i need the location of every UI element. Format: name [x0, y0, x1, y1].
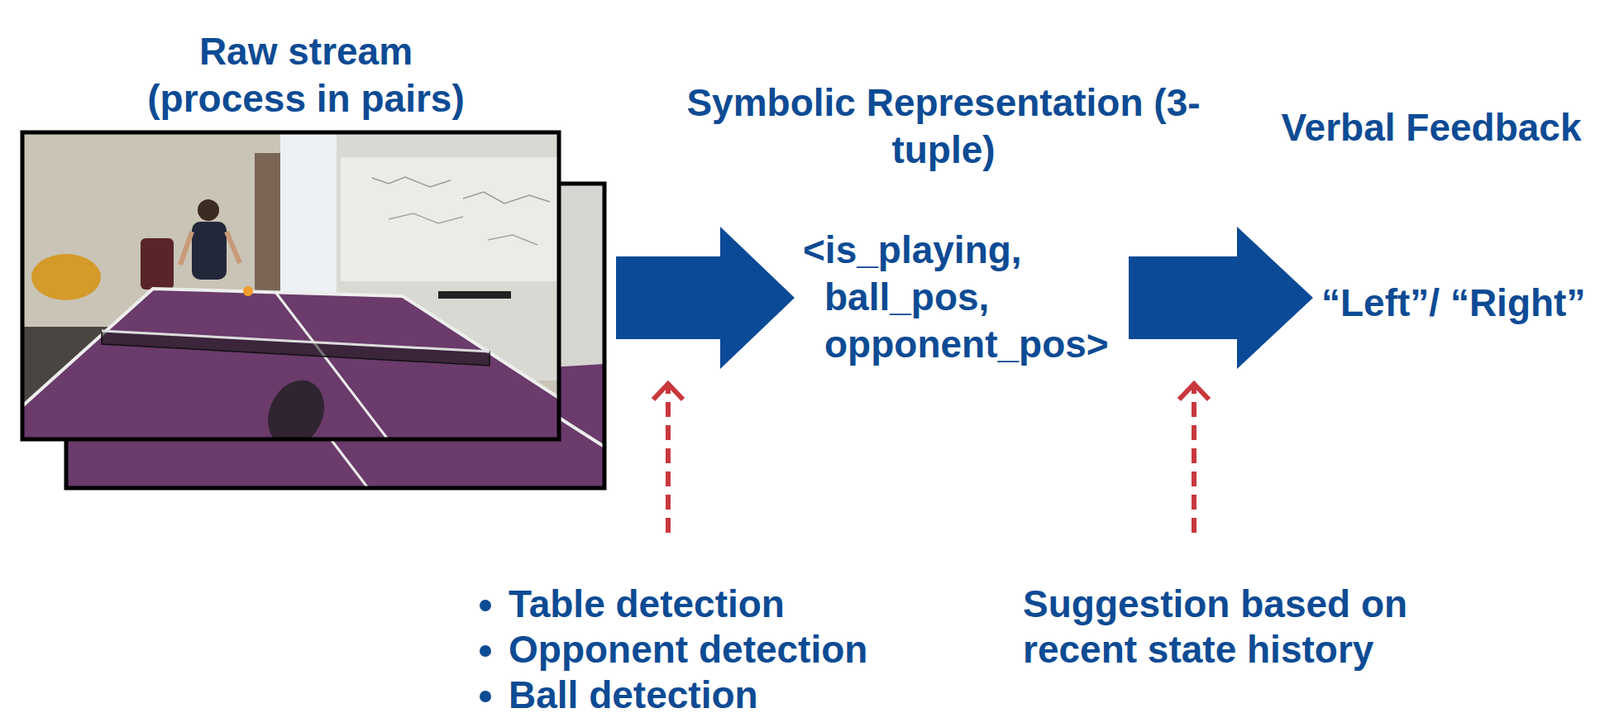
stage-heading: Raw stream (process in pairs): [124, 28, 488, 123]
corridor: [280, 132, 337, 298]
yellow-chair: [31, 253, 101, 301]
scribble: [372, 176, 451, 187]
scribble: [388, 213, 464, 224]
center-line: [330, 439, 368, 488]
pointer-head: [653, 383, 683, 400]
opponent-body: [191, 221, 227, 280]
scribble: [487, 234, 538, 245]
stage-heading: Verbal Feedback: [1280, 104, 1581, 152]
paddle: [257, 370, 335, 440]
state-tuple: Symbolic Representation (3-tuple)<is_pla…: [797, 221, 1114, 373]
net: [101, 330, 490, 366]
feedback-text: “Left”/ “Right”: [1321, 279, 1586, 327]
pointer-head: [1179, 383, 1209, 400]
red-chair: [140, 238, 174, 290]
front-frame: [22, 132, 559, 440]
table-edge: [558, 417, 605, 447]
bullet-list: Table detectionOpponent detectionBall de…: [463, 581, 868, 718]
dashed-pointer: [665, 386, 671, 533]
annotation: Suggestion based on recent state history: [1022, 581, 1437, 673]
bullet-item: Ball detection: [508, 672, 868, 718]
stage-heading: Symbolic Representation (3-tuple): [678, 79, 1209, 174]
opponent-arm: [180, 231, 192, 265]
front-frame-scene: [22, 132, 559, 440]
bullet-item: Table detection: [508, 581, 868, 627]
opponent-arm: [226, 231, 240, 263]
photo-frame: Raw stream (process in pairs): [22, 132, 605, 488]
scribble: [463, 191, 550, 204]
marker-tray: [438, 291, 512, 299]
ball: [243, 286, 254, 297]
block-arrow: [616, 226, 795, 369]
bullet-item: Opponent detection: [508, 626, 868, 673]
whiteboard: [340, 157, 559, 282]
tuple-text: <is_playing, ball_pos, opponent_pos>: [802, 226, 1109, 368]
block-arrow: [1128, 226, 1314, 369]
dashed-pointer: [1191, 386, 1197, 533]
feedback-output: Verbal Feedback“Left”/ “Right”: [1316, 274, 1591, 332]
net-tape: [101, 330, 490, 352]
opponent-head: [197, 199, 220, 221]
door-frame: [254, 152, 281, 298]
